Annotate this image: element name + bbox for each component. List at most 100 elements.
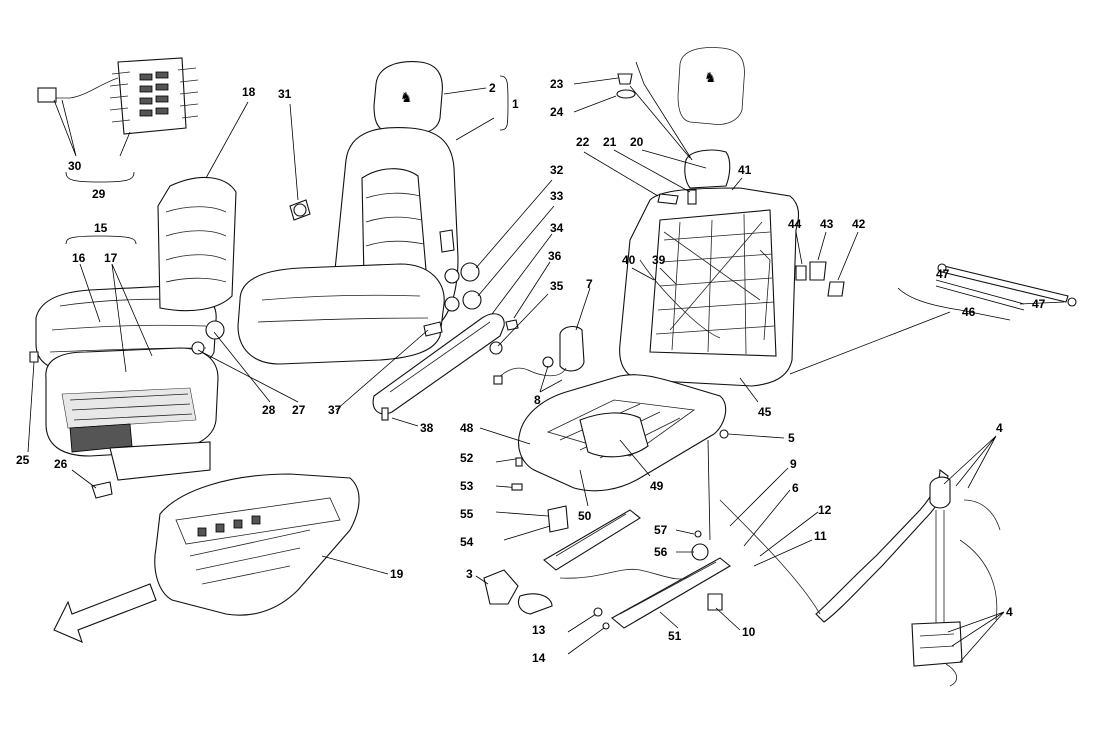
callout-3: 3 — [466, 567, 473, 581]
leader-33 — [477, 205, 555, 297]
callout-40: 40 — [622, 253, 636, 267]
brace-15 — [65, 235, 137, 245]
leader-4b — [947, 611, 1005, 663]
leader-5 — [727, 433, 785, 439]
callout-23: 23 — [550, 77, 564, 91]
leader-52-55 — [495, 457, 551, 541]
headrest-guide-parts — [616, 73, 697, 205]
leader-25 — [27, 361, 35, 453]
seat-frame-assembly: ♞ — [483, 47, 800, 629]
brace-46b — [935, 285, 1025, 311]
leader-1b — [455, 117, 495, 141]
callout-27: 27 — [292, 403, 306, 417]
callout-6: 6 — [792, 481, 799, 495]
leader-17b — [111, 263, 153, 357]
seat-cushion-exploded — [29, 176, 237, 499]
callout-16: 16 — [72, 251, 86, 265]
callout-54: 54 — [460, 535, 474, 549]
leader-26 — [71, 469, 97, 489]
leader-23c — [635, 61, 693, 161]
callout-13: 13 — [532, 623, 546, 637]
callout-28: 28 — [262, 403, 276, 417]
leader-28 — [213, 331, 271, 403]
callout-33: 33 — [550, 189, 564, 203]
leader-30 — [53, 99, 77, 157]
callout-55: 55 — [460, 507, 474, 521]
callout-15: 15 — [94, 221, 108, 235]
leader-5b — [707, 439, 711, 541]
leader-7 — [575, 287, 591, 331]
leader-34 — [491, 233, 553, 315]
leader-51 — [659, 611, 679, 629]
callout-5: 5 — [788, 431, 795, 445]
callout-labels: 1 2 3 4 4 5 6 7 8 9 10 11 12 13 14 15 16… — [16, 77, 1046, 665]
callout-47-left: 47 — [936, 267, 950, 281]
leader-50 — [579, 469, 589, 507]
leader-3 — [475, 575, 489, 585]
leader-39 — [659, 267, 677, 285]
leader-11 — [753, 539, 813, 567]
callout-34: 34 — [550, 221, 564, 235]
callout-42: 42 — [852, 217, 866, 231]
adjust-knobs — [444, 262, 482, 312]
seat-base-shell — [154, 473, 360, 616]
callout-18: 18 — [242, 85, 256, 99]
callout-1: 1 — [512, 97, 519, 111]
leader-23b — [629, 85, 691, 159]
callout-12: 12 — [818, 503, 832, 517]
callout-39: 39 — [652, 253, 666, 267]
callout-56: 56 — [654, 545, 668, 559]
callout-2: 2 — [489, 81, 496, 95]
leader-44 — [795, 231, 803, 265]
headrest-outline-emblem-icon: ♞ — [704, 69, 717, 85]
leader-42 — [837, 231, 859, 281]
seat-heating-pad — [37, 57, 199, 135]
callout-26: 26 — [54, 457, 68, 471]
leader-2 — [443, 87, 487, 95]
callout-20: 20 — [630, 135, 644, 149]
leader-16 — [79, 263, 101, 323]
callout-47-right: 47 — [1032, 297, 1046, 311]
leader-40 — [631, 267, 655, 281]
direction-arrow — [53, 583, 157, 643]
lever-parts — [795, 261, 845, 297]
leader-4a — [943, 435, 997, 489]
leader-18 — [205, 101, 249, 179]
leader-17a — [111, 263, 127, 373]
leader-9 — [729, 467, 789, 527]
callout-41: 41 — [738, 163, 752, 177]
callout-4-lower: 4 — [1006, 605, 1013, 619]
leader-47b — [1019, 301, 1065, 305]
callout-50: 50 — [578, 509, 592, 523]
callout-52: 52 — [460, 451, 474, 465]
leader-14 — [567, 627, 605, 655]
callout-25: 25 — [16, 453, 30, 467]
leader-22 — [583, 151, 659, 197]
headrest-emblem-icon: ♞ — [400, 89, 413, 105]
leader-20 — [641, 149, 707, 169]
leader-8 — [539, 365, 563, 393]
callout-49: 49 — [650, 479, 664, 493]
callout-44: 44 — [788, 217, 802, 231]
callout-10: 10 — [742, 625, 756, 639]
brace-46a — [935, 279, 1025, 305]
leader-45 — [739, 377, 759, 403]
leader-12 — [759, 511, 819, 557]
leader-57 — [675, 529, 695, 535]
leader-10 — [715, 607, 741, 631]
leader-23-24 — [573, 77, 619, 113]
leader-27 — [197, 349, 299, 403]
callout-36: 36 — [548, 249, 562, 263]
leader-31 — [289, 103, 299, 201]
leader-46-main — [789, 311, 951, 375]
callout-48: 48 — [460, 421, 474, 435]
leader-37 — [335, 329, 429, 411]
callout-31: 31 — [278, 87, 292, 101]
recline-knob — [289, 199, 311, 221]
callout-14: 14 — [532, 651, 546, 665]
seat-belt-retractor — [719, 468, 1001, 687]
callout-9: 9 — [790, 457, 797, 471]
callout-21: 21 — [603, 135, 617, 149]
leader-41 — [731, 177, 743, 191]
